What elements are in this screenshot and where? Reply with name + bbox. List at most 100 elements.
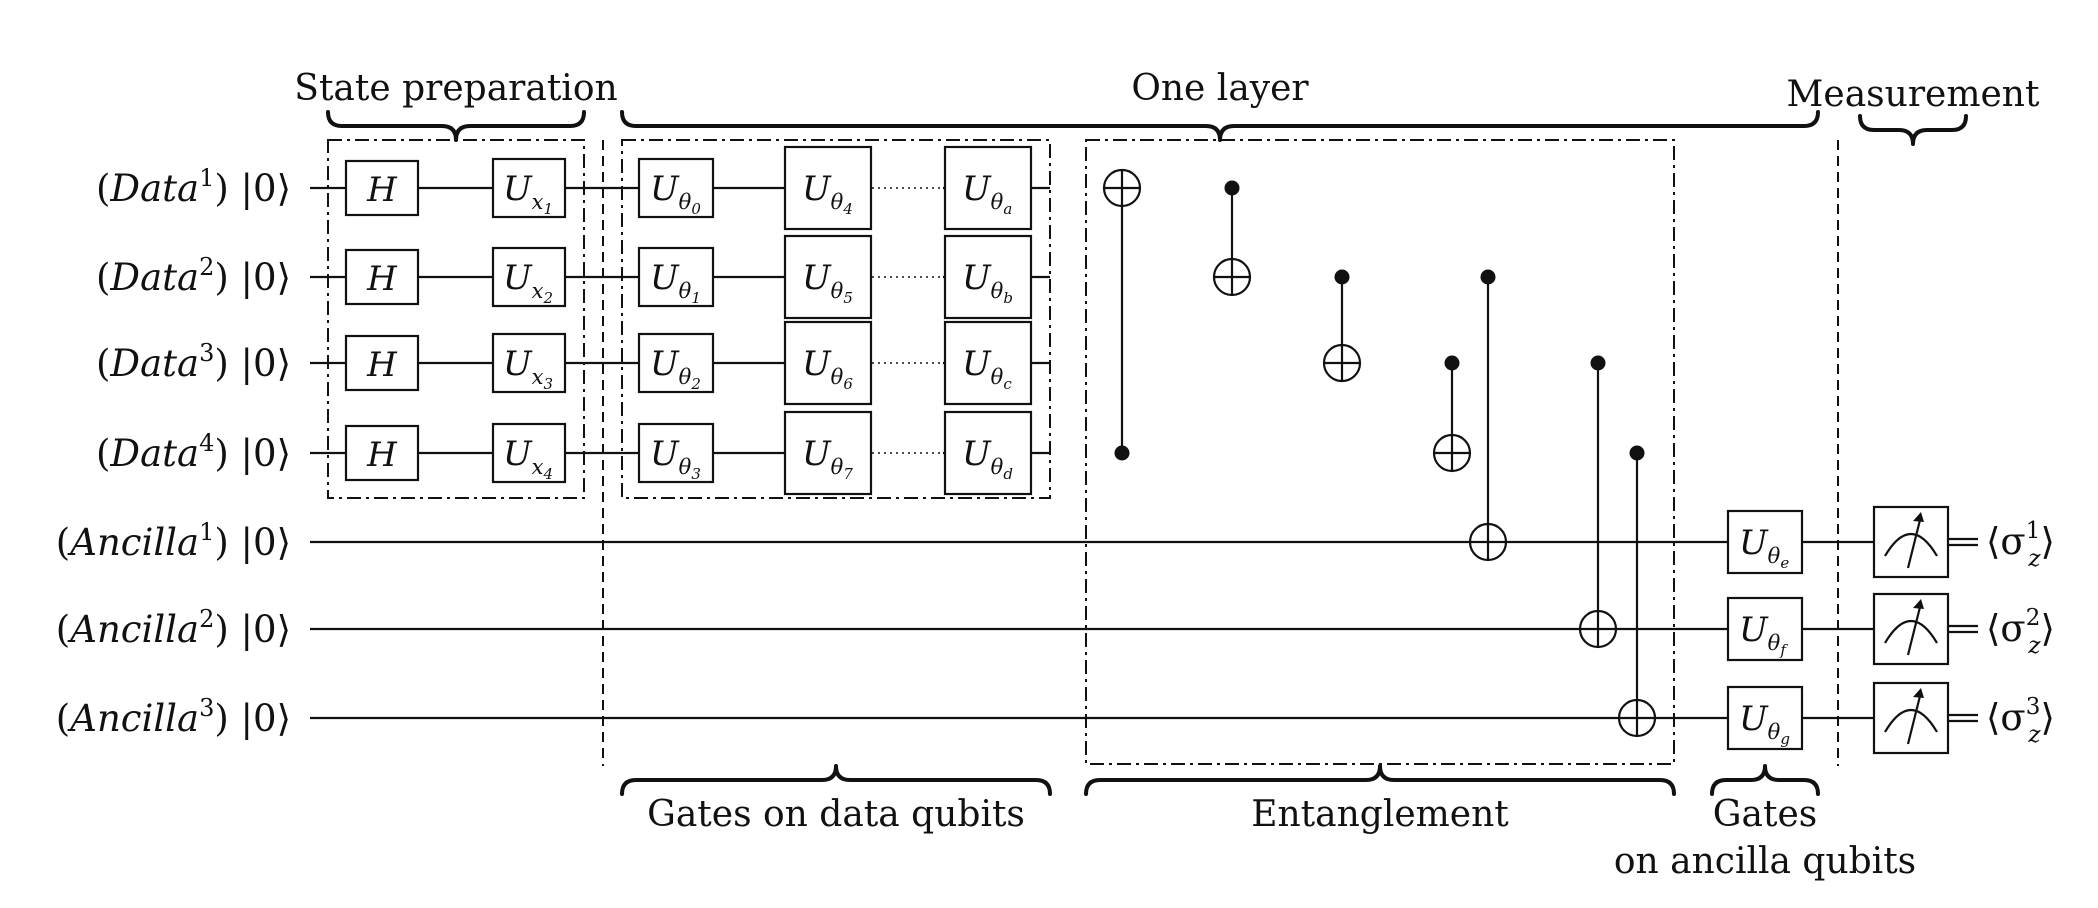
qubit-index: 3 — [199, 339, 214, 367]
theta-gate — [943, 320, 1033, 406]
gate-base: U — [802, 434, 832, 474]
gate-sub: θ — [991, 279, 1004, 303]
gate-base: U — [962, 258, 992, 298]
qubit-index: 4 — [199, 429, 214, 457]
qubit-label-5: (Ancilla1) |0⟩ — [56, 518, 291, 564]
gate-subsub: 2 — [690, 375, 701, 393]
theta-gate-label: Uθ0 — [650, 169, 701, 218]
ancilla-gate — [1726, 596, 1804, 662]
qubit-name: Ancilla — [67, 608, 199, 651]
gate-subsub: 3 — [691, 465, 701, 483]
qubit-name: Data — [109, 342, 199, 385]
angle-close: ⟩ — [2040, 607, 2054, 650]
theta-gate-label: Uθ3 — [650, 434, 701, 483]
paren-open: ( — [56, 608, 70, 651]
sigma: ⟨σ — [1986, 607, 2026, 650]
gate-sub: θ — [1768, 544, 1781, 568]
qubit-ket: |0⟩ — [229, 608, 291, 651]
qubit-ket: |0⟩ — [229, 432, 291, 475]
cnot-connectors — [1120, 170, 1639, 736]
paren-close: ) — [214, 521, 228, 564]
state-preparation-label: State preparation — [294, 68, 617, 109]
gate-base: U — [962, 169, 992, 209]
gate-subsub: 4 — [842, 200, 853, 218]
gate-subsub: 4 — [543, 465, 554, 483]
gate-subsub: 1 — [691, 289, 701, 307]
cnot-control-dot — [1114, 445, 1130, 461]
gate-sub: θ — [991, 365, 1004, 389]
gate-base: U — [503, 169, 533, 209]
entanglement-brace — [1084, 764, 1676, 796]
qubit-index: 1 — [199, 164, 214, 192]
encoding-gate — [491, 157, 567, 219]
meter-needle — [1906, 602, 1923, 656]
hadamard-gate — [344, 334, 420, 392]
theta-gate — [943, 410, 1033, 496]
gate-base: U — [802, 258, 832, 298]
qubit-wires — [310, 185, 1978, 723]
gate-sub: θ — [831, 279, 844, 303]
theta-gate-label: Uθ6 — [802, 344, 853, 393]
encoding-gate-label: Ux1 — [503, 169, 553, 218]
theta-gate-label: Uθ2 — [650, 344, 701, 393]
qubit-name: Data — [109, 167, 199, 210]
hadamard-gate — [344, 159, 420, 217]
gate-subsub: 6 — [843, 375, 853, 393]
gate-subsub: e — [1780, 554, 1789, 572]
gate-base: U — [1739, 523, 1769, 563]
sigma-sub: z — [2027, 633, 2041, 659]
theta-gate — [783, 410, 873, 496]
theta-gate — [783, 145, 873, 231]
gate-sub: x — [532, 279, 544, 303]
paren-open: ( — [96, 432, 110, 475]
gate-sub: θ — [679, 455, 692, 479]
measurement-meter — [1872, 681, 1950, 755]
qubit-ket: |0⟩ — [229, 521, 291, 564]
gate-sub: x — [532, 190, 544, 214]
paren-close: ) — [214, 256, 228, 299]
cnot-control-dot — [1334, 269, 1350, 285]
qubit-name: Ancilla — [67, 521, 199, 564]
encoding-gate — [491, 332, 567, 394]
state-preparation-brace — [326, 110, 586, 142]
theta-gate-label: Uθ4 — [802, 169, 853, 218]
theta-gate — [783, 234, 873, 320]
sigma-sup: 3 — [2026, 694, 2041, 720]
qubit-label-1: (Data1) |0⟩ — [96, 164, 291, 210]
paren-close: ) — [214, 697, 228, 740]
theta-gate-label: Uθ5 — [802, 258, 853, 307]
gate-base: U — [1739, 699, 1769, 739]
gate-sub: θ — [679, 190, 692, 214]
gate-subsub: 2 — [543, 289, 554, 307]
qubit-ket: |0⟩ — [229, 697, 291, 740]
hadamard-gate — [344, 248, 420, 306]
measurement-meter — [1872, 505, 1950, 579]
qubit-name: Data — [109, 432, 199, 475]
gate-base: U — [962, 434, 992, 474]
gate-sub: θ — [679, 365, 692, 389]
gate-subsub: 5 — [843, 289, 853, 307]
encoding-gate — [491, 246, 567, 308]
gate-subsub: d — [1003, 465, 1013, 483]
theta-gate — [637, 422, 715, 484]
hadamard-label: H — [366, 435, 398, 475]
gate-base: U — [650, 169, 680, 209]
gate-subsub: 1 — [544, 200, 554, 218]
gate-base: U — [503, 344, 533, 384]
meter-needle-head — [1913, 599, 1924, 609]
theta-gate-label: Uθc — [962, 344, 1012, 393]
paren-close: ) — [214, 167, 228, 210]
sigma: ⟨σ — [1986, 696, 2026, 739]
theta-gate — [637, 332, 715, 394]
qubit-index: 2 — [199, 253, 214, 281]
gate-subsub: g — [1780, 730, 1790, 748]
data-gates-region — [621, 139, 1051, 499]
gate-sub: θ — [991, 455, 1004, 479]
hadamard-gate — [344, 424, 420, 482]
ancilla-gate-label: Uθg — [1739, 699, 1790, 748]
ancilla-gate-label: Uθe — [1739, 523, 1789, 572]
cnot-control-dot — [1444, 355, 1460, 371]
gate-subsub: 7 — [843, 465, 853, 483]
theta-gate-label: Uθ7 — [802, 434, 853, 483]
